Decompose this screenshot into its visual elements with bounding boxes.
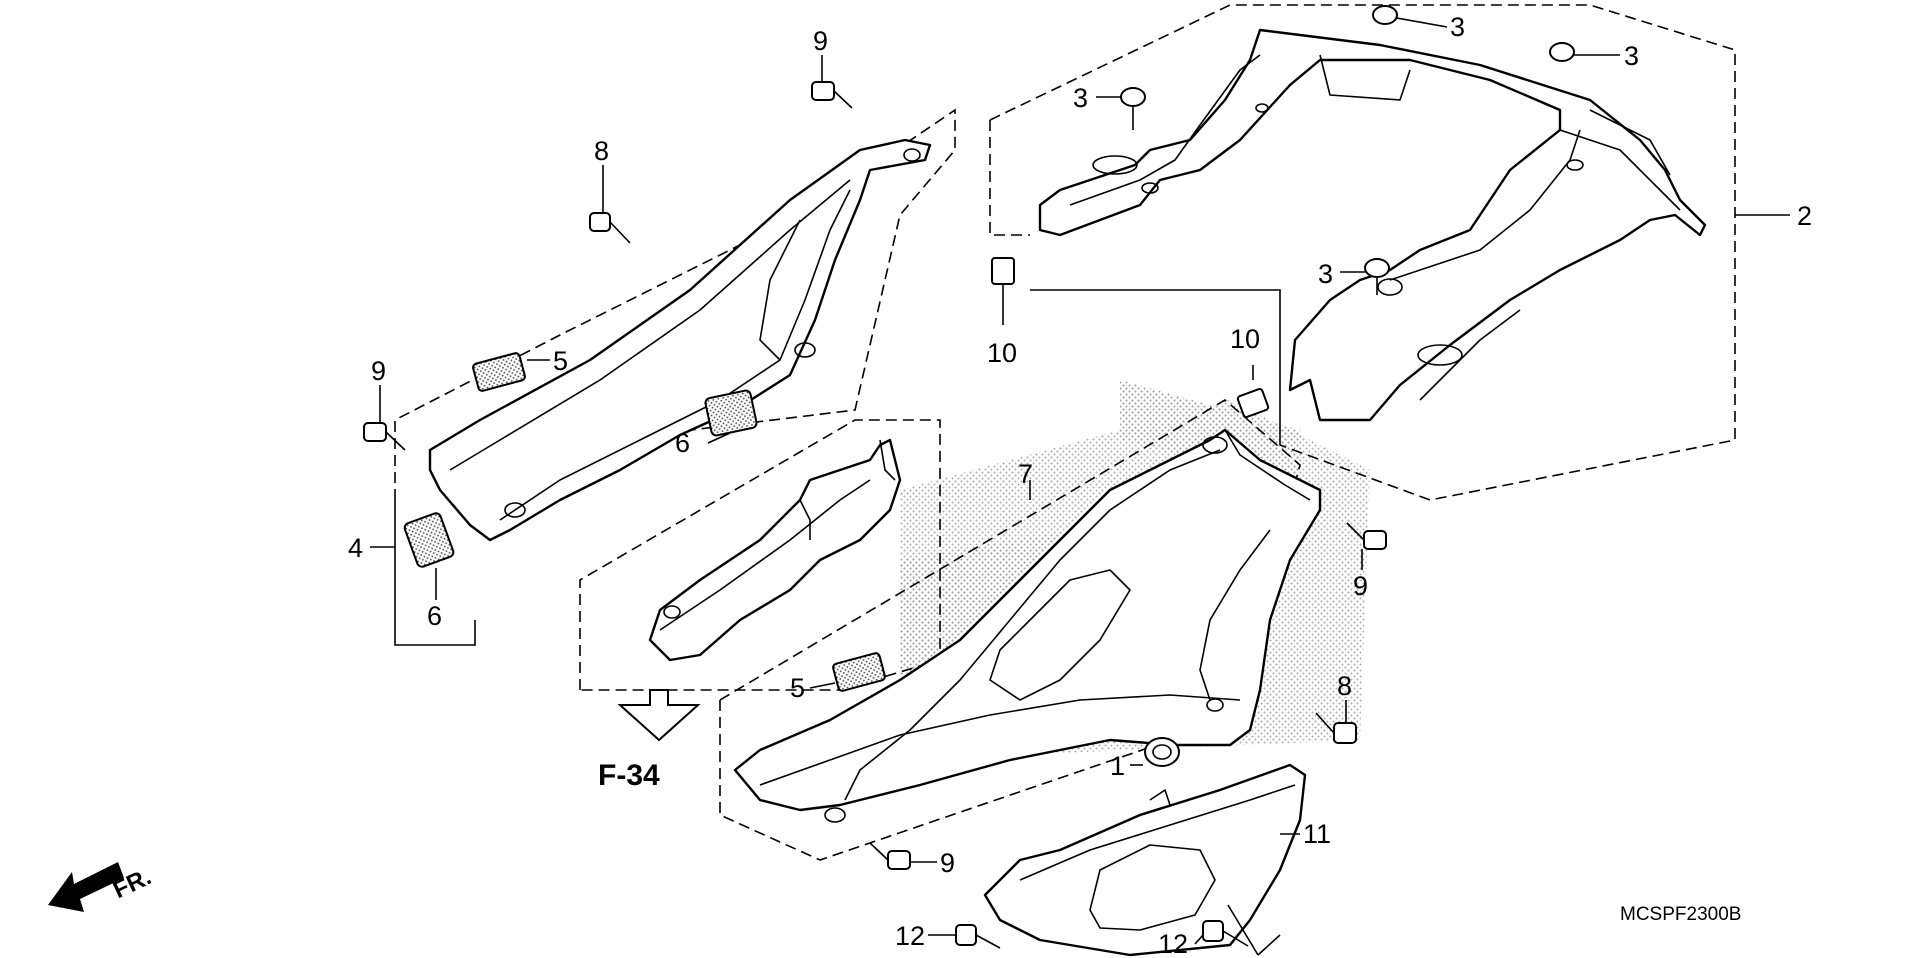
callout-2: 2 xyxy=(1797,201,1812,231)
callout-5a: 5 xyxy=(553,346,568,376)
screw-9-bottom xyxy=(869,842,911,870)
callout-7: 7 xyxy=(1018,459,1033,489)
callout-labels: 1 2 3 3 3 3 4 5 5 6 6 7 8 8 9 9 9 9 10 1… xyxy=(109,12,1812,958)
callout-8b: 8 xyxy=(1337,671,1352,701)
callout-4: 4 xyxy=(348,533,363,563)
callout-3a: 3 xyxy=(1450,12,1465,42)
part-2-grab-rail xyxy=(1038,28,1707,422)
leader-lines xyxy=(379,17,1620,956)
screw-12-left xyxy=(955,924,1001,949)
reference-arrow xyxy=(617,689,701,742)
reference-label: F-34 xyxy=(598,759,660,792)
callout-10b: 10 xyxy=(1230,324,1260,354)
screw-9-left xyxy=(363,422,406,451)
callout-9c: 9 xyxy=(1353,571,1368,601)
callout-3d: 3 xyxy=(1318,259,1333,289)
callout-5b: 5 xyxy=(790,673,805,703)
callout-9b: 9 xyxy=(371,356,386,386)
callout-1: 1 xyxy=(1110,751,1125,781)
part-7-right-cover xyxy=(733,428,1322,823)
callout-11: 11 xyxy=(1303,819,1331,849)
screw-8-top xyxy=(589,212,631,244)
callout-9d: 9 xyxy=(940,848,955,878)
callout-12b: 12 xyxy=(1158,929,1188,958)
callout-9a: 9 xyxy=(813,26,828,56)
callout-12a: 12 xyxy=(895,921,925,951)
screw-12-right xyxy=(1202,920,1249,947)
part-4-left-cover xyxy=(428,138,932,542)
callout-6a: 6 xyxy=(675,428,690,458)
callout-10a: 10 xyxy=(987,338,1017,368)
callout-8a: 8 xyxy=(594,136,609,166)
callout-6b: 6 xyxy=(427,601,442,631)
screw-8-right xyxy=(1315,712,1357,744)
callout-3b: 3 xyxy=(1624,41,1639,71)
drawing-code: MCSPF2300B xyxy=(1620,904,1741,925)
inner-bracket xyxy=(648,438,902,662)
screw-9-right xyxy=(1346,522,1387,550)
callout-3c: 3 xyxy=(1073,83,1088,113)
fasteners xyxy=(363,5,1575,949)
screw-9-top xyxy=(811,81,853,109)
front-arrow-icon xyxy=(48,862,124,912)
part-11-lower-cover xyxy=(983,763,1307,957)
